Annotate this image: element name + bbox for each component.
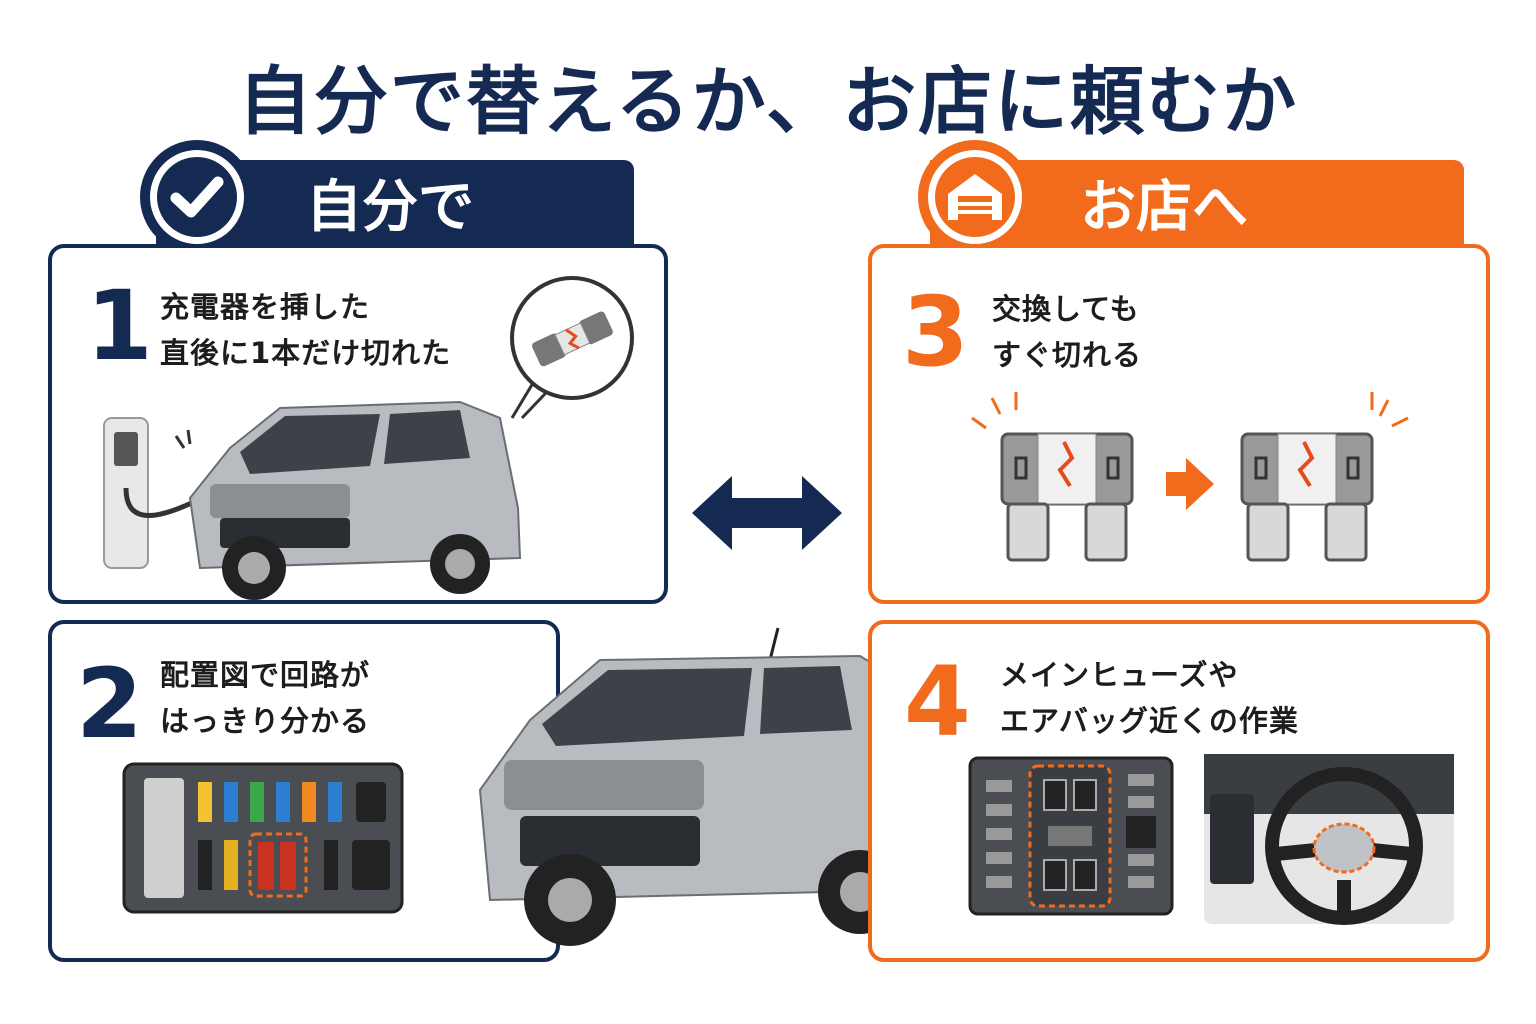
item-2-line2: はっきり分かる [160,704,371,738]
item-3-line1: 交換しても [992,292,1140,326]
item-4-text: メインヒューズや エアバッグ近くの作業 [1000,652,1299,744]
item-3-line2: すぐ切れる [992,338,1143,372]
item-1-line1: 充電器を挿した [160,290,371,324]
car-illustration-2 [478,627,911,946]
item-4-number: 4 [904,646,971,758]
item-3-panel: 3 交換しても すぐ切れる [868,244,1490,604]
blown-fuse-sequence-illustration [971,392,1409,562]
garage-icon [918,140,1032,254]
item-4-line2: エアバッグ近くの作業 [1000,704,1299,738]
fuse-before [1000,432,1134,562]
item-3-text: 交換しても すぐ切れる [992,286,1142,378]
fuse-box-illustration [122,762,404,914]
main-fuse-box-illustration [968,756,1174,916]
item-1-number: 1 [86,270,153,382]
double-arrow-icon [692,476,842,550]
item-2-line1: 配置図で回路が [160,658,371,692]
item-2-text: 配置図で回路が はっきり分かる [160,652,370,744]
item-2-panel: 2 配置図で回路が はっきり分かる [48,620,560,962]
check-icon [140,140,254,254]
ev-charger-illustration [103,417,204,569]
item-2-number: 2 [76,648,143,760]
fuse-after [1240,432,1374,562]
item-3-number: 3 [902,276,969,388]
item-4-line1: メインヒューズや [1000,658,1239,692]
item-1-panel: 1 充電器を挿した 直後に1本だけ切れた [48,244,668,604]
item-1-text: 充電器を挿した 直後に1本だけ切れた [160,284,451,376]
diy-tab-label: 自分で [306,174,474,240]
item-1-line2: 直後に1本だけ切れた [160,336,452,370]
item-4-panel: 4 メインヒューズや エアバッグ近くの作業 [868,620,1490,962]
fuse-zoom-icon [510,276,634,420]
page-title: 自分で替えるか、お店に頼むか [237,59,1299,145]
steering-wheel-airbag-illustration [1204,754,1454,925]
shop-tab-label: お店へ [1080,174,1248,240]
car-illustration-1 [188,400,522,600]
